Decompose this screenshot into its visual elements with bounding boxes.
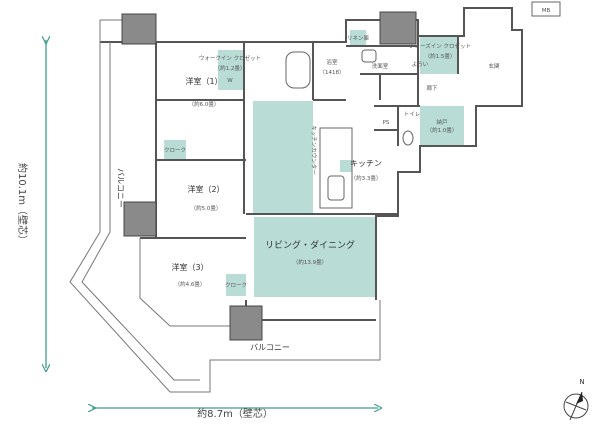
linen-label: リネン庫 <box>347 34 370 42</box>
north-arrow-icon <box>576 392 583 404</box>
closet1-floor <box>164 140 186 160</box>
compass: N <box>563 378 589 421</box>
storage-floor <box>420 106 464 146</box>
width-dimension-label: 約8.7m（壁芯） <box>197 407 273 420</box>
storage-size: （約1.0畳） <box>427 126 458 134</box>
counter-label: キッチンカウンター <box>310 125 318 175</box>
entrance-name: 玄関 <box>488 62 500 70</box>
pillar-w <box>123 201 157 237</box>
kitchen-sink <box>327 175 345 201</box>
bath-size: （1418） <box>320 69 345 76</box>
mb-box <box>531 1 561 17</box>
walkin-closet-floor <box>218 50 244 90</box>
pillar-nw <box>121 13 157 45</box>
western2-size: （約5.0畳） <box>191 204 222 212</box>
washbasin <box>361 49 377 63</box>
western1-name: 洋室（1） <box>185 76 222 86</box>
shoe-closet-size: （約1.5畳） <box>425 52 456 60</box>
compass-ring <box>563 393 589 419</box>
hallway-name: 廊下 <box>426 84 438 92</box>
bathtub <box>285 51 311 89</box>
ldk-size: （約13.9畳） <box>293 258 327 266</box>
closet3-floor <box>226 274 246 296</box>
western1-floor-accent <box>253 101 313 214</box>
height-dimension-label: 約10.1m（壁芯） <box>16 163 29 245</box>
toilet-bowl <box>402 130 414 146</box>
bath-name: 浴室 <box>326 58 338 66</box>
balcony-west-label: バルコニー <box>116 168 125 208</box>
kitchen-sink-accent <box>340 160 352 172</box>
shoe-closet-name: シューズイン クロゼット <box>409 42 471 50</box>
kitchen-counter <box>319 127 353 209</box>
walkin-size: （約1.2畳） <box>215 64 246 72</box>
storage-name: 納戸 <box>436 118 448 126</box>
western1-size: （約6.0畳） <box>189 100 220 108</box>
pillar-s <box>229 305 263 341</box>
kitchen-name: キッチン <box>350 159 382 168</box>
linen-floor <box>350 30 366 46</box>
western3-name: 洋室（3） <box>171 262 208 272</box>
ldk-floor <box>254 217 376 297</box>
north-label: N <box>579 378 584 386</box>
pillar-ne <box>379 11 417 45</box>
mb-label: MB <box>542 8 551 14</box>
ldk-name: リビング・ダイニング <box>265 239 355 251</box>
balcony-south-label: バルコニー <box>250 343 290 352</box>
closet1-label: クローク <box>164 147 186 154</box>
western3-size: （約4.6畳） <box>175 280 206 288</box>
western2-name: 洋室（2） <box>187 184 224 194</box>
toilet-name: トイレ <box>404 112 421 118</box>
walkin-name: ウォークイン クロゼット <box>199 54 261 62</box>
yoroi-label: よろい <box>412 61 429 68</box>
ps-label: PS <box>383 120 390 126</box>
shoe-closet-floor <box>420 36 458 74</box>
washroom-name: 洗面室 <box>372 62 389 70</box>
balcony-outline <box>69 19 381 393</box>
w-label: W <box>227 78 233 84</box>
closet3-label: クローク <box>225 282 247 289</box>
kitchen-size: （約3.3畳） <box>351 174 382 182</box>
